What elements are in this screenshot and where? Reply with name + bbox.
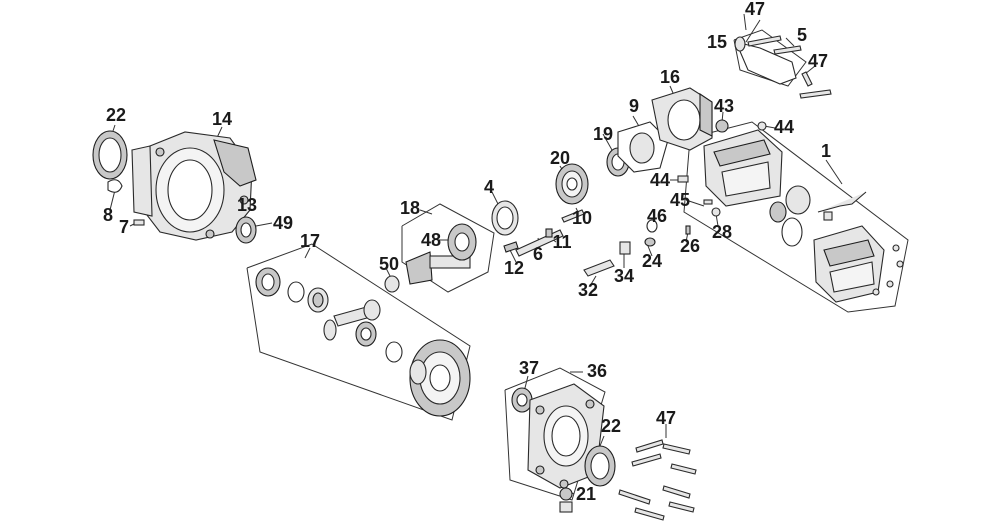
seal-22-bottom [584,445,616,487]
group-47-top-outline [733,29,807,87]
bolt-7 [133,219,145,226]
bearing-20 [555,163,589,205]
callout-43: 43 [713,96,735,116]
callout-44-top: 44 [773,117,795,137]
callout-14: 14 [211,109,233,129]
group-outlines [109,13,909,501]
callout-37: 37 [518,358,540,378]
callout-9: 9 [628,96,640,116]
callout-17: 17 [299,231,321,251]
gasket-8 [107,179,123,193]
callout-13: 13 [236,195,258,215]
group-18-outline [401,203,495,293]
callout-7: 7 [118,217,130,237]
callout-11: 11 [552,232,572,252]
callout-8: 8 [102,205,114,225]
callout-47-top: 47 [744,0,766,19]
callout-47-mid: 47 [807,51,829,71]
callout-46: 46 [646,206,668,226]
callout-20: 20 [549,148,571,168]
callout-45: 45 [669,190,691,210]
callout-1: 1 [820,141,832,161]
callout-50: 50 [378,254,400,274]
callout-48: 48 [420,230,442,250]
callout-22-bottom: 22 [600,416,622,436]
actuator-group-1 [703,129,904,303]
housing-16 [651,87,713,151]
callout-16: 16 [659,67,681,87]
callout-6: 6 [532,244,544,264]
callout-49: 49 [272,213,294,233]
bearing-4 [491,200,519,236]
plug-21 [559,487,573,513]
callout-10: 10 [571,208,593,228]
group-17-parts [255,267,471,417]
callout-19: 19 [592,124,614,144]
callout-21: 21 [575,484,597,504]
callout-47-bottom: 47 [655,408,677,428]
callout-32: 32 [577,280,599,300]
callout-5: 5 [796,25,808,45]
callout-4: 4 [483,177,495,197]
callout-15: 15 [706,32,728,52]
seal-49 [235,216,257,244]
callout-12: 12 [503,258,525,278]
callout-24: 24 [641,251,663,271]
callout-44-mid: 44 [649,170,671,190]
seal-37 [511,387,533,413]
group-18-parts [405,223,477,285]
bolts-47-bottom [618,439,697,521]
callout-18: 18 [399,198,421,218]
spacer-50 [384,275,400,293]
gasket-9 [617,121,669,173]
shaft-6 [503,209,585,257]
callout-22-left: 22 [105,105,127,125]
callout-36: 36 [586,361,608,381]
differential-housing [131,131,257,241]
callout-26: 26 [679,236,701,256]
group-1-outline [683,121,909,313]
small-hardware [583,119,767,277]
seal-22-left [92,130,128,180]
bracket-15 [734,35,832,99]
callout-34: 34 [613,266,635,286]
callout-28: 28 [711,222,733,242]
